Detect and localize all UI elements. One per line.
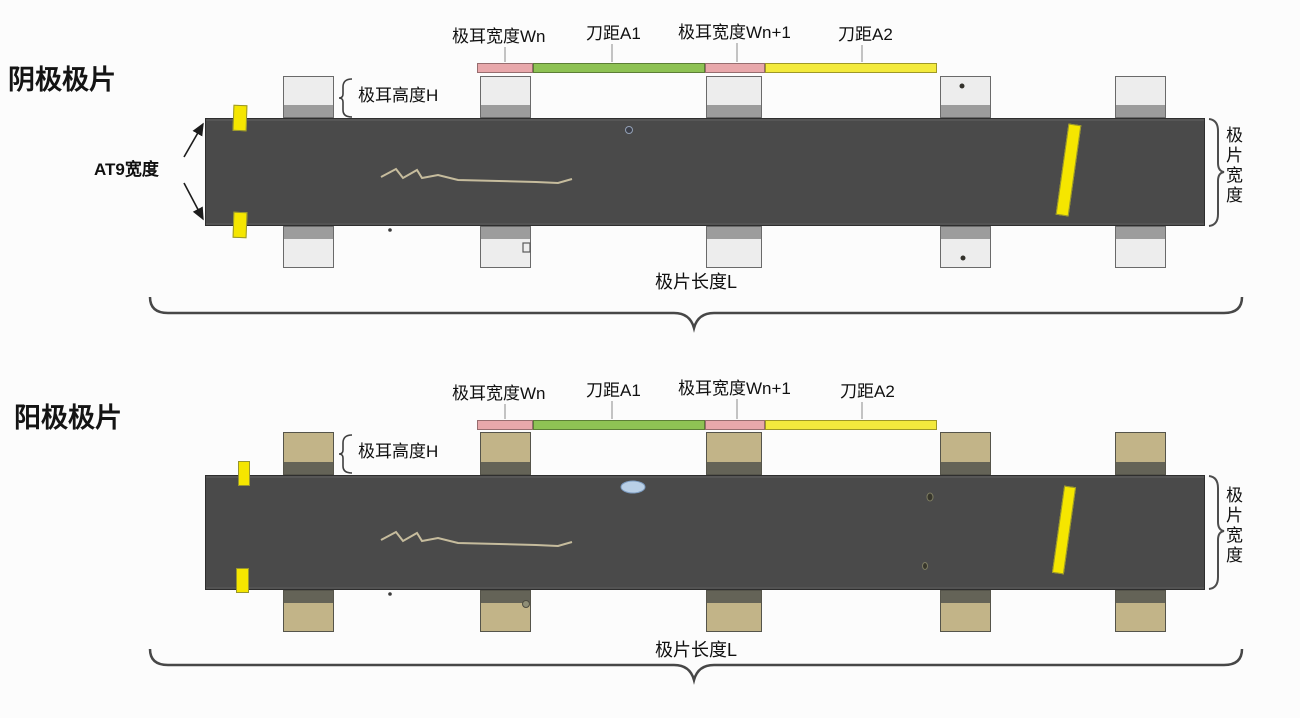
anode-tab	[706, 590, 762, 632]
tab-base-band	[707, 105, 761, 117]
label-sheet-width: 极片宽度	[1223, 126, 1242, 206]
tab-base-band	[1116, 105, 1165, 117]
label-tab-width-n: 极耳宽度Wn	[452, 27, 546, 46]
tab-base-band	[941, 591, 990, 603]
label-sheet-length: 极片长度L	[655, 272, 738, 292]
cathode-tab	[283, 76, 334, 118]
tab-base-band	[481, 105, 530, 117]
anode-tab	[480, 590, 531, 632]
label-at9-width: AT9宽度	[94, 160, 159, 179]
anode-tab	[706, 432, 762, 475]
label-knife-pitch-a2: 刀距A2	[838, 25, 893, 44]
cathode-tab	[1115, 76, 1166, 118]
anode-title: 阳极极片	[14, 403, 122, 433]
cathode-tab	[940, 226, 991, 268]
anode-tab	[480, 432, 531, 475]
measure-bar-tab-width-n-plus-1	[705, 420, 765, 430]
label-knife-pitch-a1: 刀距A1	[586, 381, 641, 400]
tab-base-band	[941, 105, 990, 117]
tab-base-band	[941, 227, 990, 239]
measure-bar-knife-pitch-a2	[765, 63, 937, 73]
label-knife-pitch-a1: 刀距A1	[586, 24, 641, 43]
measure-bar-tab-width-n	[477, 63, 533, 73]
tab-base-band	[707, 227, 761, 239]
anode-sheet-strip	[205, 475, 1205, 590]
tab-base-band	[707, 462, 761, 474]
label-tab-height: 极耳高度H	[358, 86, 439, 105]
tab-base-band	[941, 462, 990, 474]
tab-base-band	[481, 227, 530, 239]
cathode-sheet-strip	[205, 118, 1205, 226]
label-tab-height: 极耳高度H	[358, 442, 439, 461]
anode-tab	[283, 590, 334, 632]
measure-bar-tab-width-n-plus-1	[705, 63, 765, 73]
anode-tab	[1115, 432, 1166, 475]
label-tab-width-n-plus-1: 极耳宽度Wn+1	[678, 379, 791, 398]
tab-base-band	[707, 591, 761, 603]
label-tab-width-n: 极耳宽度Wn	[452, 384, 546, 403]
tab-base-band	[284, 462, 333, 474]
measure-bar-knife-pitch-a1	[533, 420, 705, 430]
tab-base-band	[481, 591, 530, 603]
tape-mark	[236, 568, 249, 593]
label-sheet-length: 极片长度L	[655, 640, 738, 660]
cathode-tab	[706, 76, 762, 118]
measure-bar-knife-pitch-a2	[765, 420, 937, 430]
anode-tab	[1115, 590, 1166, 632]
tape-mark	[238, 461, 250, 486]
label-knife-pitch-a2: 刀距A2	[840, 382, 895, 401]
label-sheet-width: 极片宽度	[1223, 486, 1242, 566]
cathode-tab	[283, 226, 334, 268]
tab-base-band	[1116, 227, 1165, 239]
tab-base-band	[1116, 591, 1165, 603]
tab-base-band	[284, 227, 333, 239]
label-tab-width-n-plus-1: 极耳宽度Wn+1	[678, 23, 791, 42]
measure-bar-knife-pitch-a1	[533, 63, 705, 73]
anode-tab	[940, 590, 991, 632]
tab-base-band	[284, 105, 333, 117]
measure-bar-tab-width-n	[477, 420, 533, 430]
cathode-tab	[480, 76, 531, 118]
tab-base-band	[481, 462, 530, 474]
anode-tab	[940, 432, 991, 475]
tab-base-band	[284, 591, 333, 603]
tab-base-band	[1116, 462, 1165, 474]
anode-tab	[283, 432, 334, 475]
cathode-tab	[1115, 226, 1166, 268]
cathode-title: 阴极极片	[8, 65, 116, 95]
cathode-tab	[706, 226, 762, 268]
cathode-tab	[940, 76, 991, 118]
